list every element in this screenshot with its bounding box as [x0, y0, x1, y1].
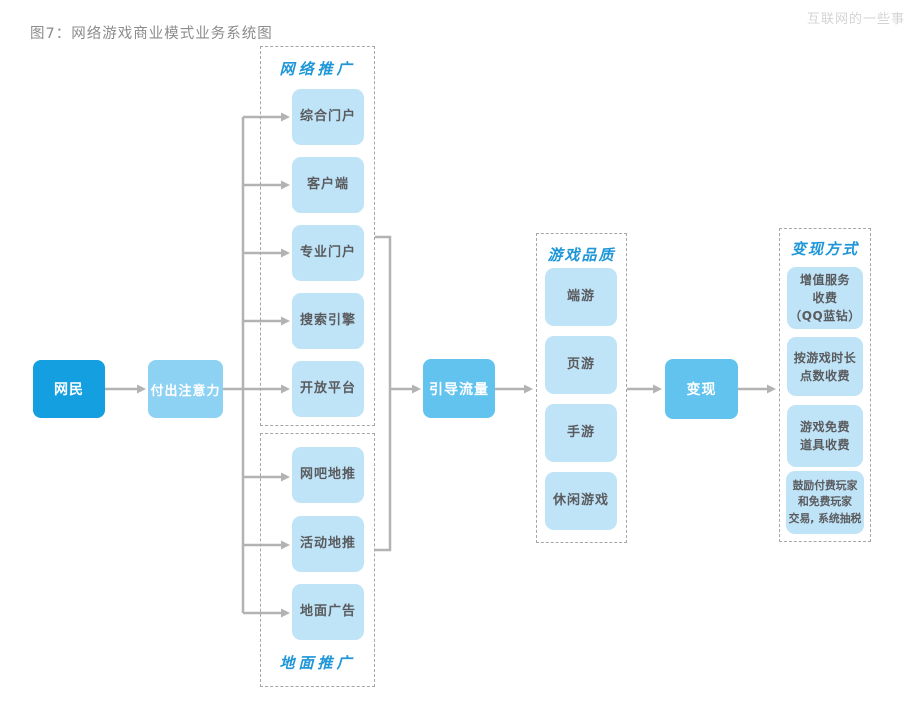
- node-item-fee-line1: 游戏免费: [799, 420, 850, 434]
- node-web-game: 页游: [545, 336, 617, 394]
- node-netizen-label: 网民: [54, 382, 84, 398]
- node-portal: 综合门户: [292, 89, 364, 145]
- node-portal-label: 综合门户: [299, 109, 356, 125]
- node-time-fee: 按游戏时长 点数收费: [787, 337, 863, 396]
- converge-bracket-line: [375, 235, 392, 552]
- node-trade-tax: 鼓励付费玩家 和免费玩家 交易, 系统抽税: [786, 471, 864, 534]
- node-pro-portal: 专业门户: [292, 225, 364, 281]
- node-attention: 付出注意力: [148, 360, 223, 418]
- node-pc-game: 端游: [545, 268, 617, 326]
- node-pro-portal-label: 专业门户: [299, 245, 356, 261]
- node-attention-label: 付出注意力: [150, 383, 221, 399]
- node-netizen: 网民: [33, 360, 105, 418]
- node-vas-fee: 增值服务 收费 （QQ蓝钻）: [787, 267, 863, 329]
- node-mobile-game: 手游: [545, 404, 617, 462]
- node-activity-promo: 活动地推: [292, 516, 364, 572]
- node-vas-fee-line3: （QQ蓝钻）: [789, 309, 861, 323]
- watermark: 互联网的一些事: [806, 12, 905, 27]
- group-online-promo-label: 网络推广: [279, 60, 356, 78]
- node-time-fee-line1: 按游戏时长: [793, 350, 857, 365]
- group-online-promo: 网络推广: [260, 46, 375, 426]
- node-trade-tax-line2: 和免费玩家: [798, 495, 852, 509]
- node-netbar-promo: 网吧地推: [292, 447, 364, 503]
- node-mobile-game-label: 手游: [566, 425, 595, 441]
- group-game-quality-label: 游戏品质: [547, 246, 616, 264]
- node-casual-game: 休闲游戏: [545, 472, 617, 530]
- group-ground-promo-label: 地面推广: [279, 654, 356, 672]
- node-trade-tax-line1: 鼓励付费玩家: [792, 479, 858, 493]
- node-search-engine-label: 搜索引擎: [299, 313, 356, 329]
- node-monetize: 变现: [665, 359, 738, 419]
- group-game-quality: 游戏品质: [536, 233, 627, 543]
- node-pc-game-label: 端游: [566, 289, 595, 305]
- node-web-game-label: 页游: [566, 357, 595, 373]
- group-monetize-methods-label: 变现方式: [790, 240, 859, 258]
- node-ground-ad: 地面广告: [292, 584, 364, 640]
- node-lead-traffic-label: 引导流量: [429, 381, 489, 398]
- node-trade-tax-line3: 交易, 系统抽税: [788, 511, 862, 525]
- node-open-platform: 开放平台: [292, 361, 364, 417]
- group-monetize-methods: 变现方式: [779, 228, 871, 542]
- page-title: 图7：网络游戏商业模式业务系统图: [30, 26, 273, 42]
- group-ground-promo: 地面推广: [260, 433, 375, 687]
- node-vas-fee-line1: 增值服务: [799, 273, 850, 287]
- node-vas-fee-line2: 收费: [812, 291, 838, 305]
- node-client-label: 客户端: [306, 177, 349, 193]
- node-open-platform-label: 开放平台: [299, 381, 356, 397]
- node-monetize-label: 变现: [686, 382, 717, 398]
- node-netbar-promo-label: 网吧地推: [299, 467, 356, 483]
- node-casual-game-label: 休闲游戏: [552, 493, 609, 509]
- node-client: 客户端: [292, 157, 364, 213]
- node-ground-ad-label: 地面广告: [299, 604, 356, 620]
- node-activity-promo-label: 活动地推: [299, 536, 356, 552]
- node-item-fee-line2: 道具收费: [799, 438, 850, 452]
- node-lead-traffic: 引导流量: [423, 359, 495, 418]
- node-search-engine: 搜索引擎: [292, 293, 364, 349]
- node-time-fee-line2: 点数收费: [799, 368, 850, 383]
- node-item-fee: 游戏免费 道具收费: [787, 405, 863, 467]
